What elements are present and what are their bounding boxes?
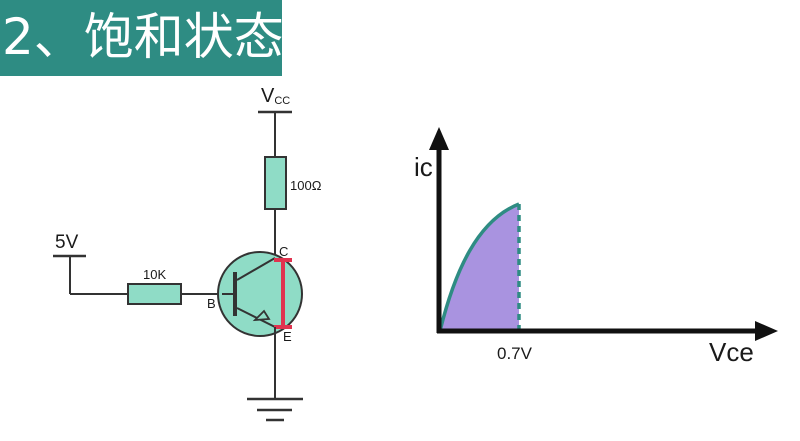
title-banner: 2、饱和状态: [0, 0, 284, 76]
base-resistor-label: 10K: [143, 267, 166, 282]
y-axis-arrow: [429, 127, 449, 150]
vcc-label: VCC: [261, 85, 290, 107]
collector-resistor: [264, 156, 287, 210]
base-resistor: [127, 283, 182, 305]
pin-base-label: B: [207, 296, 216, 311]
input-voltage-label: 5V: [55, 232, 79, 253]
page-title: 2、饱和状态: [2, 8, 284, 66]
x-axis-label: Vce: [709, 337, 754, 367]
x-axis-arrow: [755, 321, 778, 341]
emitter-lead: [236, 307, 276, 328]
pin-collector-label: C: [279, 244, 288, 259]
collector-lead: [236, 257, 276, 281]
threshold-label: 0.7V: [497, 344, 533, 363]
saturation-region: [440, 204, 519, 331]
collector-resistor-label: 100Ω: [290, 178, 322, 193]
emitter-arrow: [252, 309, 271, 322]
circuit-diagram: [53, 110, 303, 422]
pin-emitter-label: E: [283, 329, 292, 344]
ic-curve: [438, 202, 520, 332]
vcc-subscript: CC: [274, 95, 290, 107]
saturation-graph: [429, 127, 778, 341]
y-axis-label: ic: [414, 152, 433, 182]
